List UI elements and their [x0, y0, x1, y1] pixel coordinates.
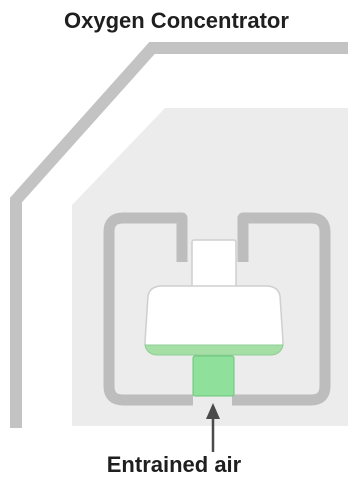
filter-body [144, 285, 284, 355]
diagram-title: Oxygen Concentrator [64, 8, 289, 33]
inlet-tube [192, 355, 235, 397]
casing-outline [10, 42, 348, 428]
left-bracket [103, 212, 193, 406]
arrow-up-icon [206, 403, 220, 419]
filter-outlet [191, 239, 237, 289]
right-bracket [232, 212, 331, 406]
filter-base [144, 344, 284, 356]
entrained-air-label: Entrained air [106, 452, 242, 477]
